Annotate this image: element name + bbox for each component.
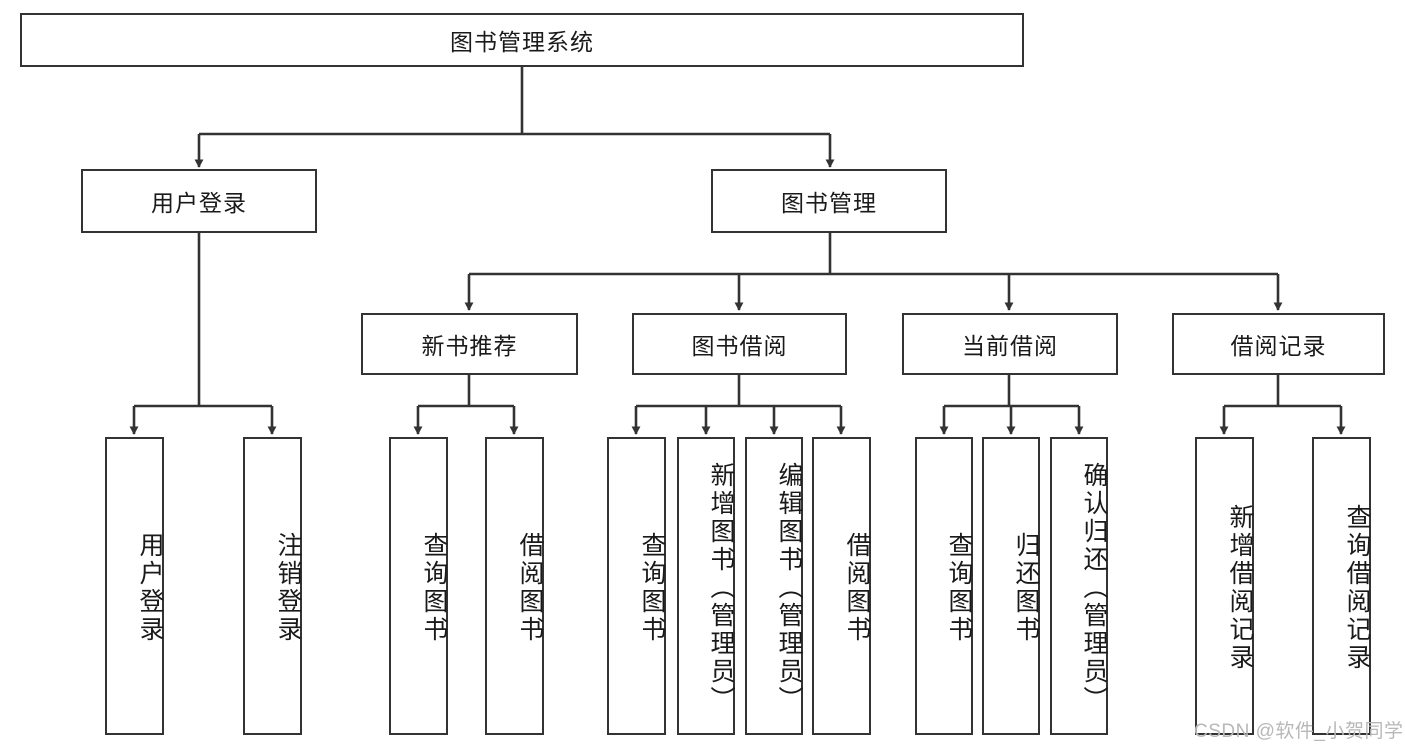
node-label: 借阅图书: [843, 532, 871, 644]
node-label: 图书管理系统: [450, 29, 594, 55]
node-label: 查询图书: [638, 532, 666, 644]
node-book-borrow[interactable]: 图书借阅: [632, 313, 847, 375]
node-label: 新增图书（管理员）: [707, 462, 735, 714]
node-current-borrow[interactable]: 当前借阅: [902, 313, 1118, 375]
node-label: 查询图书: [420, 532, 448, 644]
leaf-query-borrow-record[interactable]: 查询借阅记录: [1312, 437, 1371, 735]
leaf-user-login[interactable]: 用户登录: [105, 437, 164, 735]
node-label: 确认归还（管理员）: [1080, 462, 1108, 714]
leaf-return-book[interactable]: 归还图书: [982, 437, 1040, 735]
node-label: 图书管理: [781, 190, 877, 216]
leaf-add-borrow-record[interactable]: 新增借阅记录: [1195, 437, 1254, 735]
leaf-confirm-return-admin[interactable]: 确认归还（管理员）: [1050, 437, 1108, 735]
leaf-borrow-book-recommend[interactable]: 借阅图书: [485, 437, 544, 735]
node-label: 新增借阅记录: [1226, 504, 1254, 672]
leaf-edit-book-admin[interactable]: 编辑图书（管理员）: [745, 437, 803, 735]
node-label: 用户登录: [136, 532, 164, 644]
node-label: 注销登录: [274, 532, 302, 644]
node-label: 归还图书: [1012, 532, 1040, 644]
node-label: 图书借阅: [691, 333, 788, 359]
leaf-query-book-borrow[interactable]: 查询图书: [607, 437, 666, 735]
node-user-login[interactable]: 用户登录: [81, 169, 317, 233]
node-root-book-management-system[interactable]: 图书管理系统: [20, 13, 1024, 67]
leaf-logout[interactable]: 注销登录: [243, 437, 302, 735]
node-label: 用户登录: [151, 190, 247, 216]
leaf-query-book-current[interactable]: 查询图书: [915, 437, 973, 735]
node-label: 查询图书: [945, 532, 973, 644]
node-book-management[interactable]: 图书管理: [711, 169, 947, 233]
node-new-book-recommend[interactable]: 新书推荐: [361, 313, 578, 375]
node-label: 新书推荐: [421, 333, 518, 359]
node-label: 编辑图书（管理员）: [775, 462, 803, 714]
node-label: 借阅图书: [516, 532, 544, 644]
leaf-add-book-admin[interactable]: 新增图书（管理员）: [677, 437, 735, 735]
node-label: 查询借阅记录: [1343, 504, 1371, 672]
node-borrow-record[interactable]: 借阅记录: [1172, 313, 1385, 375]
node-label: 当前借阅: [962, 333, 1058, 359]
leaf-query-book-recommend[interactable]: 查询图书: [389, 437, 448, 735]
leaf-borrow-book[interactable]: 借阅图书: [812, 437, 871, 735]
node-label: 借阅记录: [1230, 333, 1327, 359]
